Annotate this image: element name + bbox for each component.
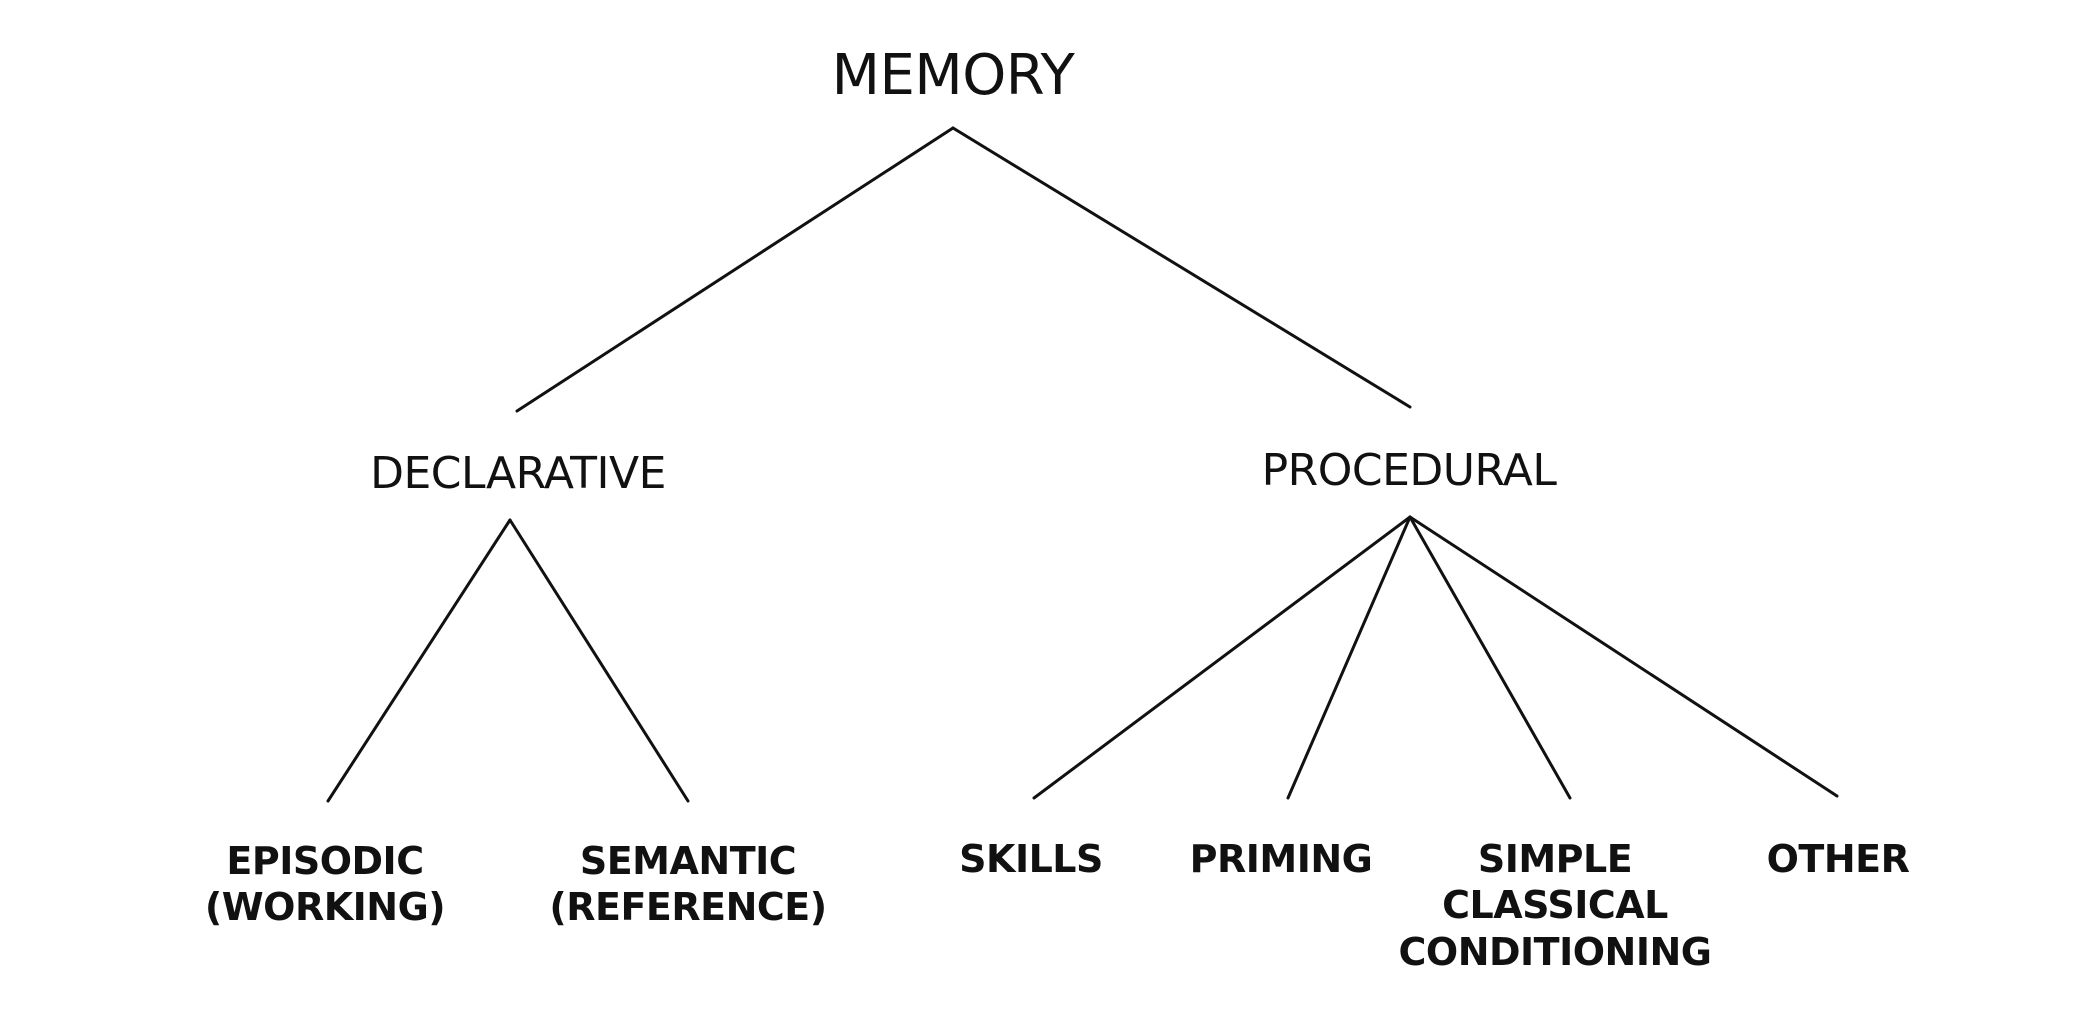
edge-procedural-simple-classical-conditioning	[1408, 515, 1572, 800]
node-procedural: PROCEDURAL	[1261, 445, 1557, 496]
node-skills-line-1: SKILLS	[959, 837, 1103, 881]
node-priming-line-1: PRIMING	[1189, 837, 1373, 881]
edge-declarative-semantic	[508, 518, 690, 803]
edge-memory-procedural	[951, 126, 1412, 409]
node-semantic-line-1: SEMANTIC	[579, 839, 797, 883]
node-simple-classical-conditioning-line-1: SIMPLE	[1477, 837, 1633, 881]
edge-procedural-skills	[1032, 515, 1412, 800]
node-simple-classical-conditioning-line-2: CLASSICAL	[1442, 883, 1668, 928]
node-episodic: EPISODIC (WORKING)	[204, 838, 446, 931]
node-simple-classical-conditioning: SIMPLE CLASSICAL CONDITIONING	[1399, 836, 1712, 975]
edge-declarative-episodic	[326, 518, 512, 803]
node-skills: SKILLS	[959, 836, 1103, 882]
node-semantic-line-2: (REFERENCE)	[549, 885, 827, 930]
node-semantic: SEMANTIC (REFERENCE)	[549, 838, 827, 931]
edge-procedural-priming	[1286, 515, 1412, 800]
edge-memory-declarative	[515, 126, 955, 413]
node-simple-classical-conditioning-line-3: CONDITIONING	[1398, 929, 1712, 974]
node-episodic-line-2: (WORKING)	[204, 885, 446, 930]
edge-procedural-other	[1408, 515, 1839, 798]
node-priming: PRIMING	[1190, 836, 1373, 882]
node-memory: MEMORY	[831, 43, 1075, 108]
node-declarative: DECLARATIVE	[370, 448, 666, 499]
node-other-line-1: OTHER	[1766, 837, 1910, 881]
node-other: OTHER	[1767, 836, 1910, 882]
node-episodic-line-1: EPISODIC	[226, 839, 424, 883]
